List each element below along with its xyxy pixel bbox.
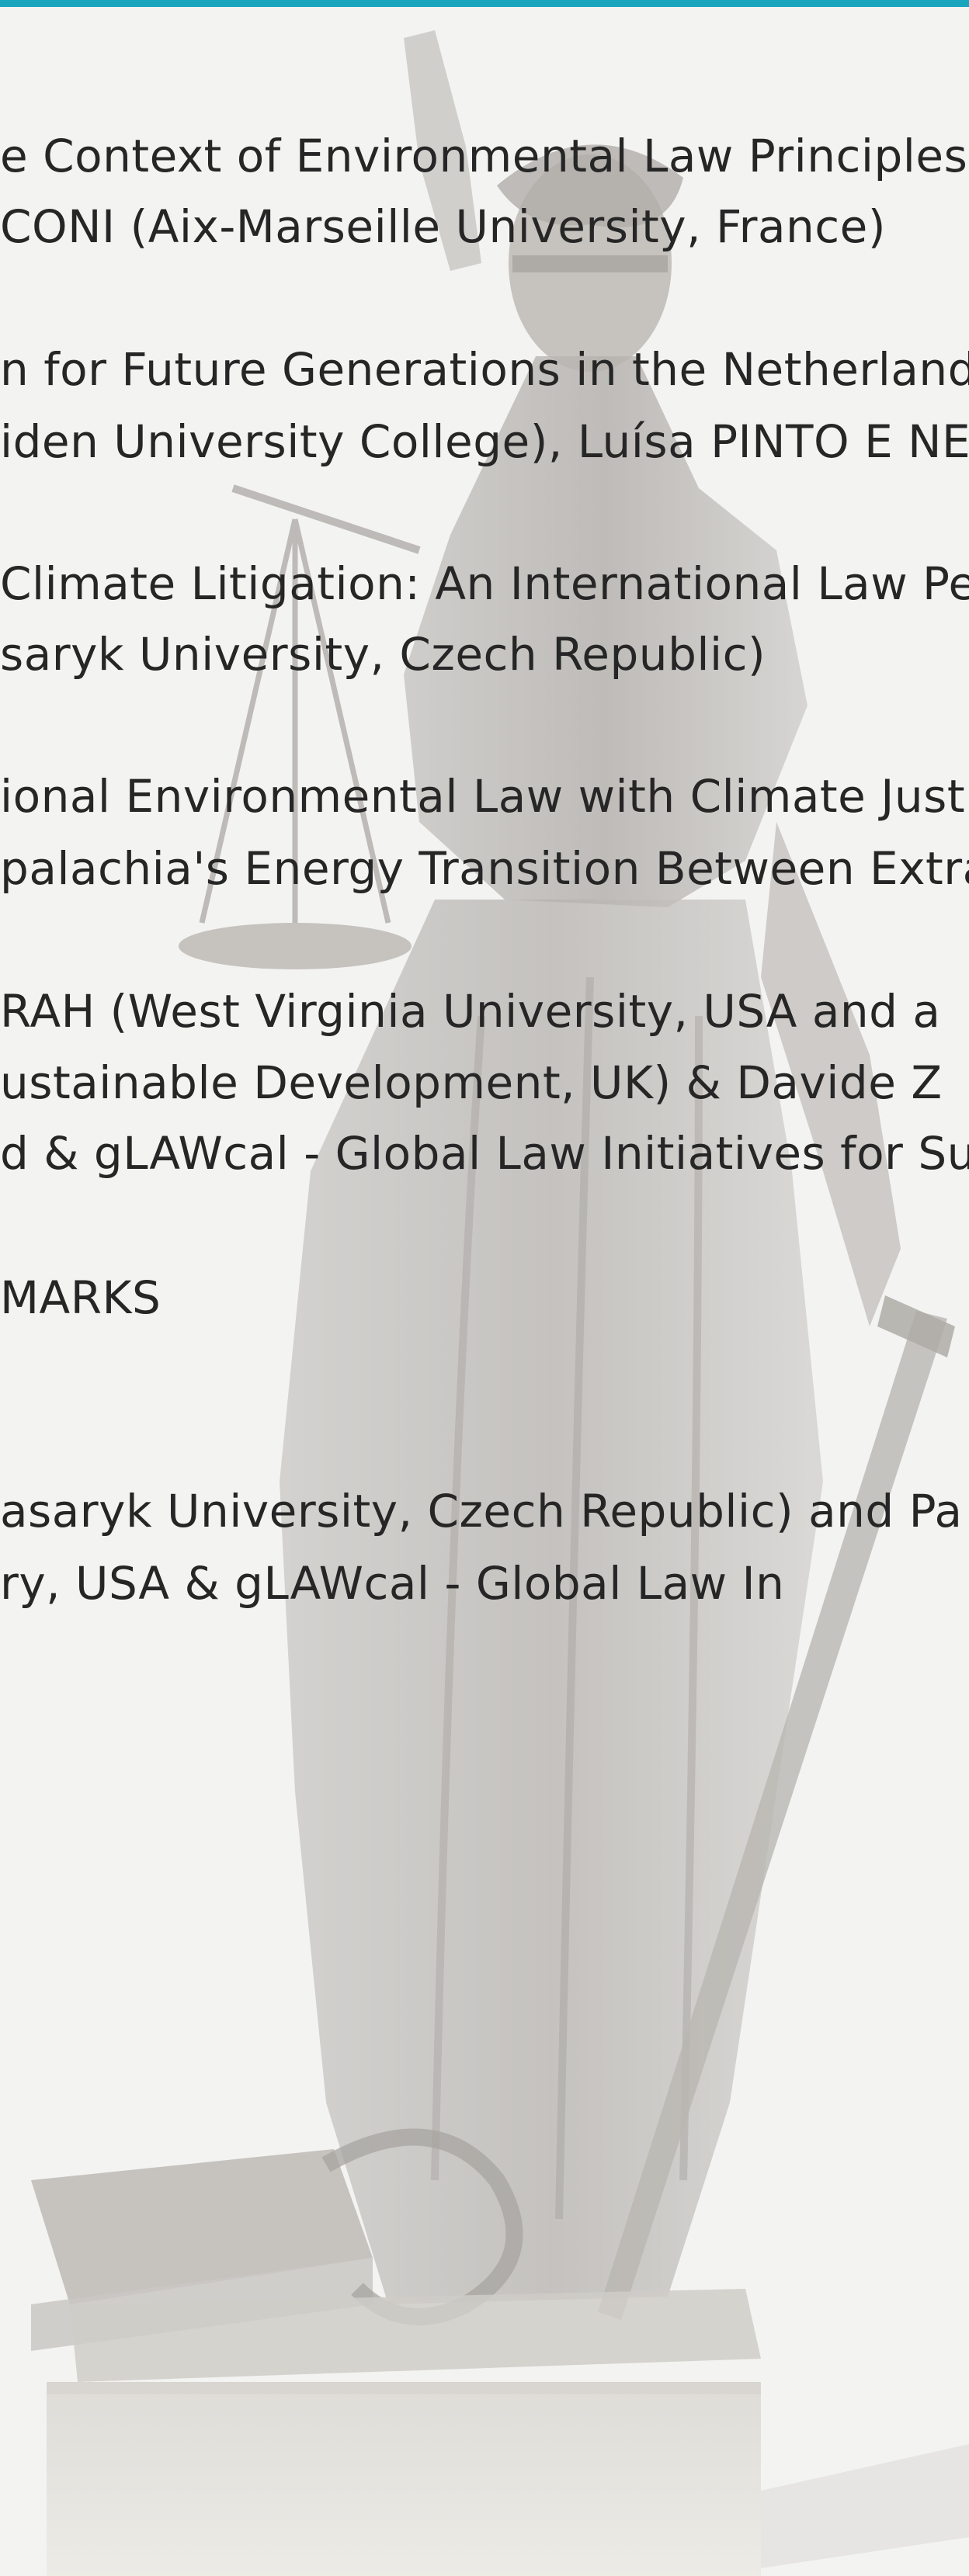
lady-justice-statue-image [31, 30, 969, 2576]
text-line-future-generations-netherlands: n for Future Generations in the Netherla… [0, 343, 969, 396]
text-line-environmental-law-principles: e Context of Environmental Law Principle… [0, 130, 969, 182]
text-line-glawcal-closing: ry, USA & gLAWcal - Global Law In [0, 1557, 785, 1610]
text-line-remarks: MARKS [0, 1271, 162, 1324]
text-line-masaryk-university-closing: asaryk University, Czech Republic) and P… [0, 1485, 963, 1538]
text-line-appalachia-energy-transition: palachia's Energy Transition Between Ext… [0, 842, 969, 895]
top-accent-bar [0, 0, 969, 7]
text-line-climate-litigation: Climate Litigation: An International Law… [0, 557, 969, 610]
text-line-masaryk-university: saryk University, Czech Republic) [0, 628, 766, 681]
text-line-climate-justice: ional Environmental Law with Climate Jus… [0, 770, 969, 823]
text-line-glawcal-initiatives: d & gLAWcal - Global Law Initiatives for… [0, 1127, 969, 1180]
text-line-sustainable-development-uk: ustainable Development, UK) & Davide Z [0, 1056, 943, 1109]
text-line-leiden-university-college: iden University College), Luísa PINTO E … [0, 415, 969, 468]
text-line-west-virginia-university: RAH (West Virginia University, USA and a [0, 985, 941, 1038]
text-line-aix-marseille-university: CONI (Aix-Marseille University, France) [0, 200, 886, 253]
